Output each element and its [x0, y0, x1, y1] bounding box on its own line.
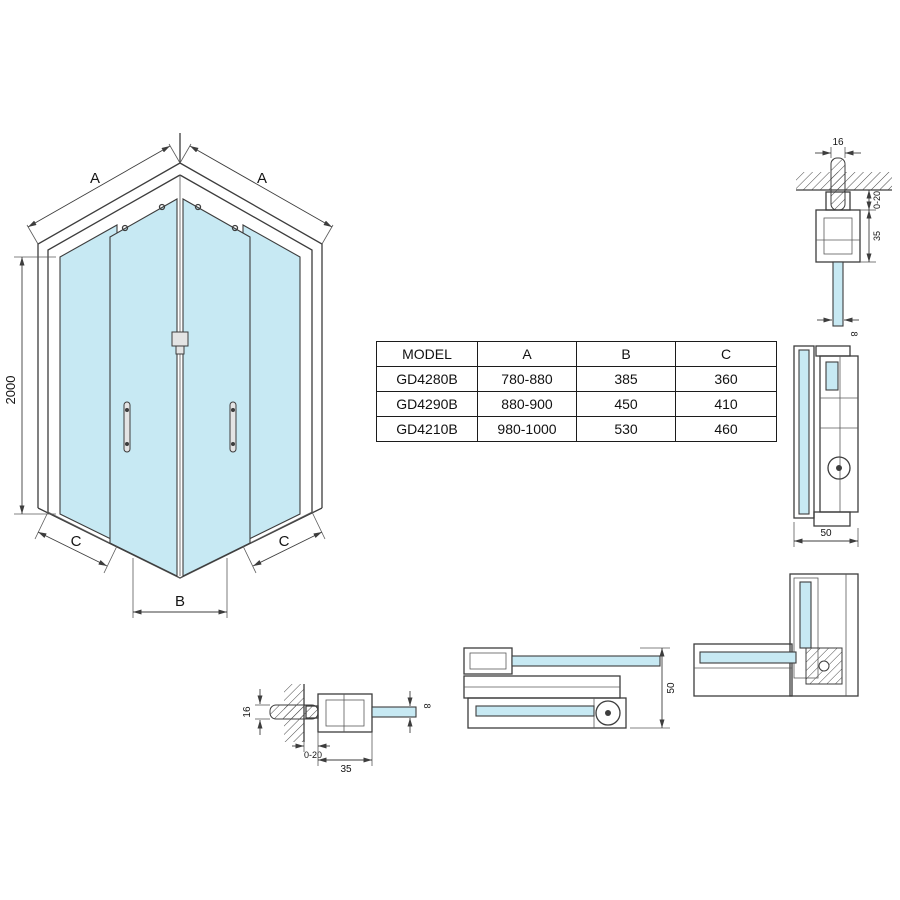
model-cell: GD4280B [376, 366, 478, 392]
door-housing [467, 697, 627, 729]
roller-axle [836, 465, 842, 471]
col-header-c: C [675, 341, 777, 367]
detail-rail-plan-view: 50 [463, 647, 677, 729]
dimension-glass-8: 8 [407, 691, 432, 733]
main-isometric-drawing: A A 2000 C C [3, 133, 334, 618]
left-sliding-door-panel[interactable] [109, 198, 178, 577]
dim-label-8: 8 [849, 331, 859, 336]
fixed-glass-strip [511, 655, 661, 667]
dim-label-16: 16 [242, 706, 253, 718]
glass-pane-section [832, 261, 844, 327]
detail-corner-joint [693, 573, 859, 697]
col-header-a: A [477, 341, 577, 367]
dimension-profile-35: 35 [860, 210, 882, 263]
glass-strip [798, 349, 810, 515]
dim-label-0-20: 0-20 [872, 191, 882, 209]
dim-label-35: 35 [340, 764, 352, 775]
dim-label-35: 35 [872, 231, 882, 241]
glass-pane-section [371, 706, 417, 718]
glass-clamp-inner [469, 652, 507, 670]
dimension-profile-35: 35 [317, 732, 373, 775]
dim-b-cell: 530 [576, 416, 676, 442]
glass-insert [825, 361, 839, 391]
dim-label-c-right: C [279, 533, 290, 550]
dim-label-50: 50 [666, 682, 677, 694]
dim-c-cell: 460 [675, 416, 777, 442]
glass-strip-horizontal [699, 651, 797, 664]
detail-wall-profile-top: 16 0-20 35 8 [796, 137, 892, 337]
dimension-rail-50: 50 [793, 522, 859, 547]
dim-label-c-left: C [71, 533, 82, 550]
bottom-bracket [813, 511, 851, 527]
roller-wheel-icon [827, 456, 851, 480]
corner-screw-icon [818, 660, 830, 672]
table-header-row: MODEL A B C [376, 341, 777, 367]
dim-label-2000: 2000 [3, 376, 18, 405]
roller-wheel-icon [595, 700, 621, 726]
col-header-b: B [576, 341, 676, 367]
dimension-adjust-0-20: 0-20 [292, 732, 330, 760]
roller-axle [605, 710, 611, 716]
dimension-b: B [132, 558, 228, 618]
detail-rail-side-view: 50 [793, 345, 859, 547]
profile-inner [823, 217, 853, 255]
rail-top-cap [815, 345, 851, 357]
dim-label-a-right: A [257, 170, 267, 187]
dim-a-cell: 980-1000 [477, 416, 577, 442]
dimension-c-left: C [34, 511, 118, 574]
dim-c-cell: 360 [675, 366, 777, 392]
dim-a-cell: 780-880 [477, 366, 577, 392]
dim-label-50: 50 [820, 528, 832, 539]
dim-label-a-left: A [90, 170, 100, 187]
vertical-arm-outline [789, 573, 859, 697]
corner-connector [171, 331, 189, 347]
corner-connector-pin [175, 345, 185, 355]
dim-b-cell: 385 [576, 366, 676, 392]
dimension-rail-50: 50 [630, 647, 677, 729]
model-cell: GD4290B [376, 391, 478, 417]
table-row: GD4290B 880-900 450 410 [376, 391, 777, 417]
glass-strip-vertical [799, 581, 812, 649]
glass-clamp [463, 647, 513, 675]
dimension-c-right: C [242, 511, 326, 574]
anchor-bolt [830, 157, 846, 211]
model-spec-table: MODEL A B C GD4280B 780-880 385 360 GD42… [376, 341, 777, 442]
dimension-height-2000: 2000 [3, 256, 56, 515]
right-fixed-glass-panel [242, 224, 301, 543]
dim-a-cell: 880-900 [477, 391, 577, 417]
horizontal-arm-outline [693, 643, 793, 697]
table-row: GD4210B 980-1000 530 460 [376, 416, 777, 442]
anchor-bolt [269, 704, 319, 720]
dim-label-0-20: 0-20 [304, 750, 322, 760]
corner-block [805, 647, 843, 685]
dim-b-cell: 450 [576, 391, 676, 417]
left-door-handle[interactable] [123, 401, 131, 453]
dim-label-8: 8 [422, 703, 432, 708]
model-cell: GD4210B [376, 416, 478, 442]
col-header-model: MODEL [376, 341, 478, 367]
table-row: GD4280B 780-880 385 360 [376, 366, 777, 392]
dimension-anchor-16: 16 [815, 137, 861, 158]
dim-c-cell: 410 [675, 391, 777, 417]
door-glass-strip [475, 705, 595, 717]
dimension-a-right: A [179, 143, 334, 245]
right-door-handle[interactable] [229, 401, 237, 453]
right-sliding-door-panel[interactable] [182, 198, 251, 577]
dimension-a-left: A [26, 143, 181, 245]
dim-label-16: 16 [832, 137, 844, 148]
detail-wall-profile-plan: 16 8 0-20 35 [242, 684, 432, 775]
glass-clamp-outline [793, 345, 815, 519]
dimension-glass-8: 8 [817, 317, 859, 337]
profile-inner [325, 699, 365, 727]
dimension-anchor-16: 16 [242, 689, 270, 735]
left-fixed-glass-panel [59, 224, 118, 543]
dim-label-b: B [175, 593, 185, 610]
dimension-adjust-0-20: 0-20 [860, 190, 882, 211]
